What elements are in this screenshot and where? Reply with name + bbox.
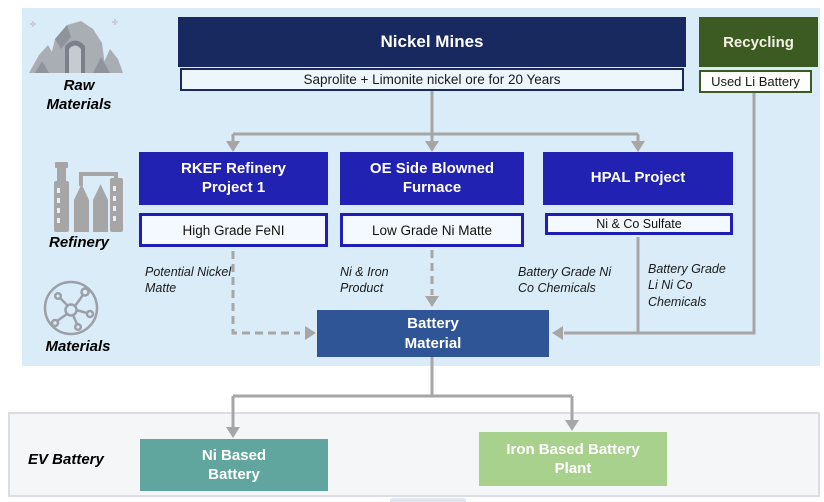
stage-label-ev-battery: EV Battery: [28, 451, 104, 468]
hpal-project-box: HPAL Project: [543, 152, 733, 205]
refinery-icon: [54, 162, 123, 232]
recycling-box: Recycling: [699, 17, 818, 67]
hpal-project-label: HPAL Project: [590, 169, 686, 187]
battery-material-label: Battery Material: [404, 315, 462, 352]
high-grade-feni-box: High Grade FeNI: [139, 213, 328, 247]
rkef-refinery-label: RKEF Refinery Project 1: [180, 159, 287, 196]
molecule-icon: [43, 280, 99, 336]
stage-label-refinery: Refinery: [48, 234, 110, 251]
recycling-note: Used Li Battery: [699, 70, 812, 93]
annotation-battery-grade-ni-co: Battery Grade Ni Co Chemicals: [518, 265, 612, 296]
ni-co-sulfate-box: Ni & Co Sulfate: [545, 213, 733, 235]
stage-label-materials: Materials: [45, 338, 111, 355]
oe-furnace-box: OE Side Blowned Furnace: [340, 152, 524, 205]
oe-furnace-label: OE Side Blowned Furnace: [369, 159, 495, 196]
annotation-potential-nickel-matte: Potential Nickel Matte: [145, 265, 232, 296]
battery-material-box: Battery Material: [317, 310, 549, 357]
rkef-refinery-box: RKEF Refinery Project 1: [139, 152, 328, 205]
iron-based-battery-plant-label: Iron Based Battery Plant: [506, 440, 640, 478]
ni-based-battery-label: Ni Based Battery: [201, 446, 267, 484]
nickel-mines-note: Saprolite + Limonite nickel ore for 20 Y…: [180, 68, 684, 91]
cutoff-element-sliver: [390, 498, 466, 502]
annotation-battery-grade-li-ni-co: Battery Grade Li Ni Co Chemicals: [648, 262, 726, 309]
low-grade-ni-matte-box: Low Grade Ni Matte: [340, 213, 524, 247]
stage-label-raw-materials: Raw Materials: [46, 77, 112, 113]
nickel-mines-box: Nickel Mines: [178, 17, 686, 67]
annotation-ni-iron-product: Ni & Iron Product: [340, 265, 389, 296]
iron-based-battery-plant-box: Iron Based Battery Plant: [479, 432, 667, 486]
mine-icon: [29, 19, 123, 73]
ni-based-battery-box: Ni Based Battery: [140, 439, 328, 491]
